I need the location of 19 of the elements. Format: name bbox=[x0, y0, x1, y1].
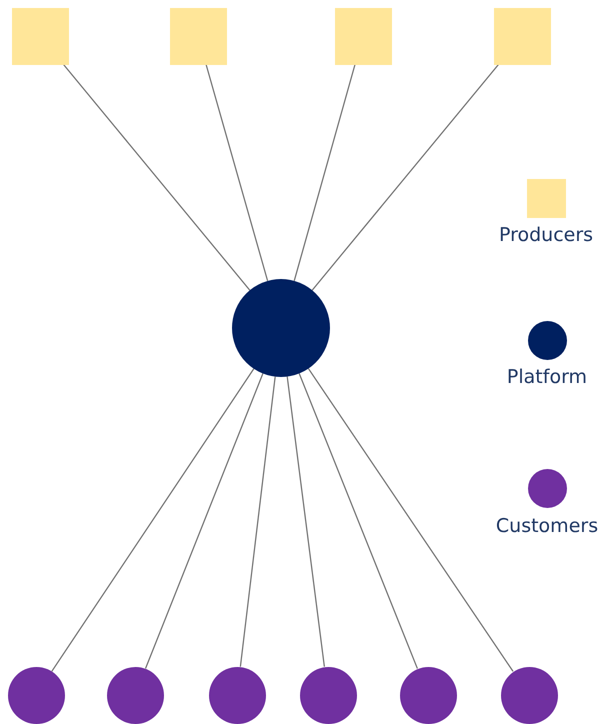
square-node bbox=[12, 8, 68, 64]
square-node bbox=[334, 8, 392, 64]
circle-node bbox=[8, 666, 64, 724]
legend-label: Producers bbox=[498, 224, 594, 246]
legend-label: Platform bbox=[506, 366, 588, 388]
connector-line bbox=[312, 64, 499, 291]
connector-line bbox=[308, 368, 514, 672]
connector-line bbox=[240, 376, 276, 667]
circle-node bbox=[500, 666, 558, 724]
legend-label: Customers bbox=[496, 515, 598, 537]
connector-line bbox=[51, 368, 254, 672]
square-node bbox=[170, 8, 226, 64]
connector-line bbox=[294, 64, 356, 281]
connector-line bbox=[298, 373, 418, 669]
connector-line bbox=[206, 64, 268, 282]
connector-line bbox=[144, 373, 264, 669]
connector-line bbox=[63, 64, 250, 291]
connector-line bbox=[286, 376, 325, 667]
square-node bbox=[494, 8, 550, 64]
